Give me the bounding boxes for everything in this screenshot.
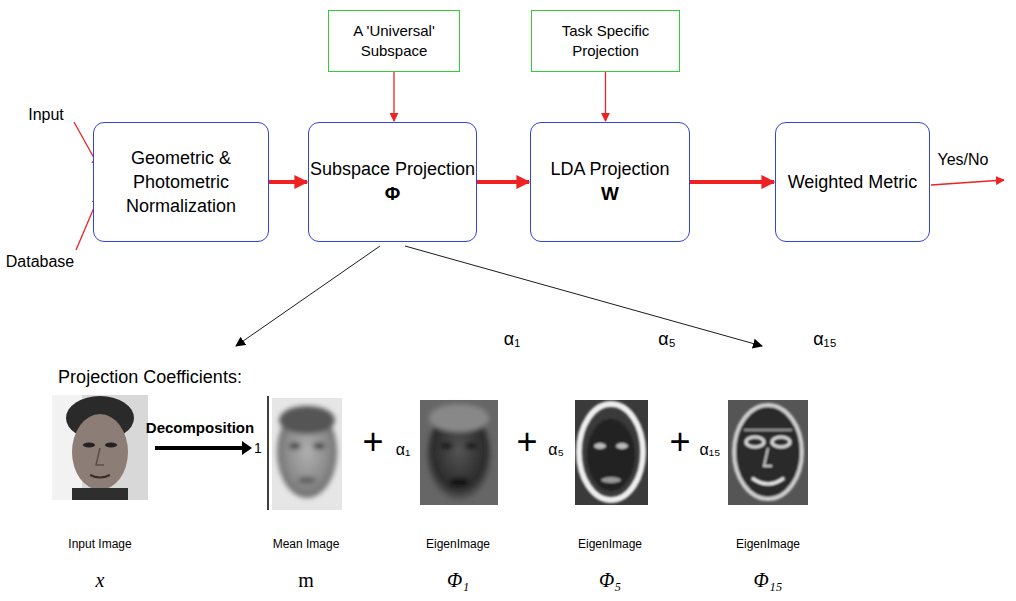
text-label: EigenImage xyxy=(578,538,642,551)
flow-arrow xyxy=(690,180,774,184)
text-label: Input Image xyxy=(68,538,131,551)
decomposition-arrowhead xyxy=(242,441,252,455)
process-box: Weighted Metric xyxy=(775,122,930,242)
text-label: Database xyxy=(6,253,75,271)
box-content: Weighted Metric xyxy=(788,170,918,194)
text-label: α₅ xyxy=(658,330,676,350)
box-label: A 'Universal' Subspace xyxy=(329,21,459,62)
process-box: Subspace ProjectionΦ xyxy=(308,122,477,242)
box-symbol: Φ xyxy=(310,181,475,207)
input-face-image xyxy=(52,395,148,500)
input-arrow xyxy=(605,72,606,121)
text-label: + xyxy=(362,422,383,462)
expansion-line xyxy=(405,246,762,346)
process-box: LDA ProjectionW xyxy=(530,122,690,242)
box-label: Geometric & Photometric Normalization xyxy=(94,146,268,219)
text-label: α₁₅ xyxy=(813,330,837,350)
decomposition-arrow xyxy=(155,446,246,450)
eigen-image xyxy=(575,400,648,505)
text-label: Projection Coefficients: xyxy=(58,368,242,388)
box-label: Weighted Metric xyxy=(788,170,918,194)
text-label: 1 xyxy=(254,441,262,456)
flow-arrow xyxy=(269,180,307,184)
math-symbol: m xyxy=(298,569,314,591)
text-label: EigenImage xyxy=(426,538,490,551)
math-symbol: x xyxy=(96,569,105,591)
text-label: α₁ xyxy=(504,330,520,350)
text-label: Mean Image xyxy=(273,538,340,551)
box-symbol: W xyxy=(550,181,669,207)
box-content: LDA ProjectionW xyxy=(550,157,669,207)
math-symbol: Φ₁₅ xyxy=(753,569,782,591)
box-content: A 'Universal' Subspace xyxy=(329,21,459,62)
text-label: α₅ xyxy=(548,441,564,459)
flow-arrow xyxy=(477,180,529,184)
eigen-image xyxy=(420,400,498,505)
text-label: + xyxy=(669,422,690,462)
box-content: Subspace ProjectionΦ xyxy=(310,157,475,207)
text-label: Yes/No xyxy=(938,151,989,169)
input-arrow xyxy=(393,72,394,121)
math-symbol: Φ₅ xyxy=(599,569,621,591)
source-box: A 'Universal' Subspace xyxy=(328,10,460,72)
text-label: Input xyxy=(28,106,64,124)
text-label: α₁ xyxy=(396,441,411,459)
box-label: Subspace Projection xyxy=(310,157,475,181)
eigen-image xyxy=(728,400,808,505)
box-content: Geometric & Photometric Normalization xyxy=(94,146,268,219)
box-content: Task Specific Projection xyxy=(532,21,679,62)
box-label: Task Specific Projection xyxy=(532,21,679,62)
math-symbol: Φ₁ xyxy=(447,569,469,591)
output-arrow xyxy=(931,180,1004,185)
source-box: Task Specific Projection xyxy=(531,10,680,72)
process-box: Geometric & Photometric Normalization xyxy=(93,122,269,242)
text-label: EigenImage xyxy=(736,538,800,551)
mean-face-image xyxy=(268,396,342,510)
text-label: Decomposition xyxy=(146,420,254,437)
text-label: α₁₅ xyxy=(699,441,720,459)
box-label: LDA Projection xyxy=(550,157,669,181)
text-label: + xyxy=(516,422,537,462)
expansion-line xyxy=(236,246,380,346)
